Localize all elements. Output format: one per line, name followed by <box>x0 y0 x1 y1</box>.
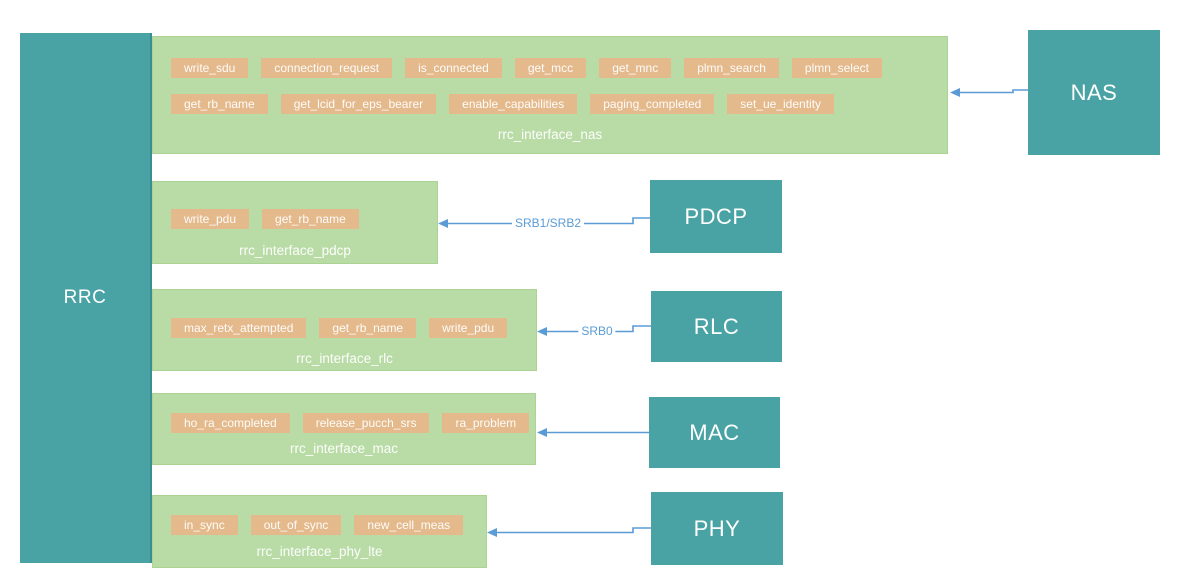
function-tag-set-ue-identity: set_ue_identity <box>727 94 835 114</box>
function-tag-get-mcc: get_mcc <box>514 58 587 78</box>
phy-block: PHY <box>651 492 783 565</box>
rlc-block: RLC <box>651 291 782 362</box>
mac-block: MAC <box>649 397 780 468</box>
interface-label-pdcp: rrc_interface_pdcp <box>239 243 351 258</box>
nas-block: NAS <box>1028 30 1160 155</box>
function-tag-get-mnc: get_mnc <box>599 58 672 78</box>
interface-label-rlc: rrc_interface_rlc <box>296 351 393 366</box>
arrow-mac-to-rrc-interface <box>537 428 649 437</box>
interface-block-pdcp: write_pdu get_rb_name rrc_interface_pdcp <box>152 181 438 264</box>
rrc-block: RRC <box>20 33 152 563</box>
interface-block-mac: ho_ra_completed release_pucch_srs ra_pro… <box>152 393 536 465</box>
function-tag-get-rb-name: get_rb_name <box>262 209 359 229</box>
function-tag-release-pucch-srs: release_pucch_srs <box>302 413 430 433</box>
function-tag-enable-capabilities: enable_capabilities <box>449 94 578 114</box>
function-tag-write-pdu: write_pdu <box>429 318 508 338</box>
function-tag-ho-ra-completed: ho_ra_completed <box>171 413 290 433</box>
function-tag-in-sync: in_sync <box>171 515 238 535</box>
function-tag-get-rb-name: get_rb_name <box>171 94 268 114</box>
rlc-tag-row: max_retx_attempted get_rb_name write_pdu <box>153 318 536 338</box>
pdcp-block: PDCP <box>650 180 782 253</box>
function-tag-plmn-select: plmn_select <box>791 58 882 78</box>
function-tag-get-lcid-for-eps-bearer: get_lcid_for_eps_bearer <box>280 94 437 114</box>
arrow-label-srb0: SRB0 <box>578 324 616 338</box>
arrow-nas-to-rrc-interface <box>950 88 1028 97</box>
function-tag-connection-request: connection_request <box>261 58 393 78</box>
function-tag-out-of-sync: out_of_sync <box>250 515 342 535</box>
interface-label-mac: rrc_interface_mac <box>289 441 399 456</box>
nas-tag-row-1: write_sdu connection_request is_connecte… <box>153 58 947 78</box>
mac-tag-row: ho_ra_completed release_pucch_srs ra_pro… <box>153 413 535 433</box>
function-tag-ra-problem: ra_problem <box>442 413 530 433</box>
nas-tag-row-2: get_rb_name get_lcid_for_eps_bearer enab… <box>153 94 947 114</box>
function-tag-is-connected: is_connected <box>405 58 502 78</box>
function-tag-get-rb-name: get_rb_name <box>319 318 417 338</box>
interface-label-nas: rrc_interface_nas <box>497 127 603 142</box>
interface-block-rlc: max_retx_attempted get_rb_name write_pdu… <box>152 289 537 371</box>
interface-block-phy: in_sync out_of_sync new_cell_meas rrc_in… <box>152 495 487 568</box>
function-tag-plmn-search: plmn_search <box>684 58 779 78</box>
function-tag-max-retx-attempted: max_retx_attempted <box>171 318 307 338</box>
pdcp-tag-row: write_pdu get_rb_name <box>153 209 437 229</box>
function-tag-new-cell-meas: new_cell_meas <box>354 515 464 535</box>
function-tag-write-pdu: write_pdu <box>171 209 250 229</box>
arrow-label-srb1-srb2: SRB1/SRB2 <box>511 216 585 230</box>
phy-tag-row: in_sync out_of_sync new_cell_meas <box>153 515 486 535</box>
arrow-phy-to-rrc-interface <box>487 527 651 537</box>
function-tag-paging-completed: paging_completed <box>590 94 715 114</box>
interface-label-phy: rrc_interface_phy_lte <box>256 544 383 559</box>
interface-block-nas: write_sdu connection_request is_connecte… <box>152 36 948 154</box>
function-tag-write-sdu: write_sdu <box>171 58 249 78</box>
